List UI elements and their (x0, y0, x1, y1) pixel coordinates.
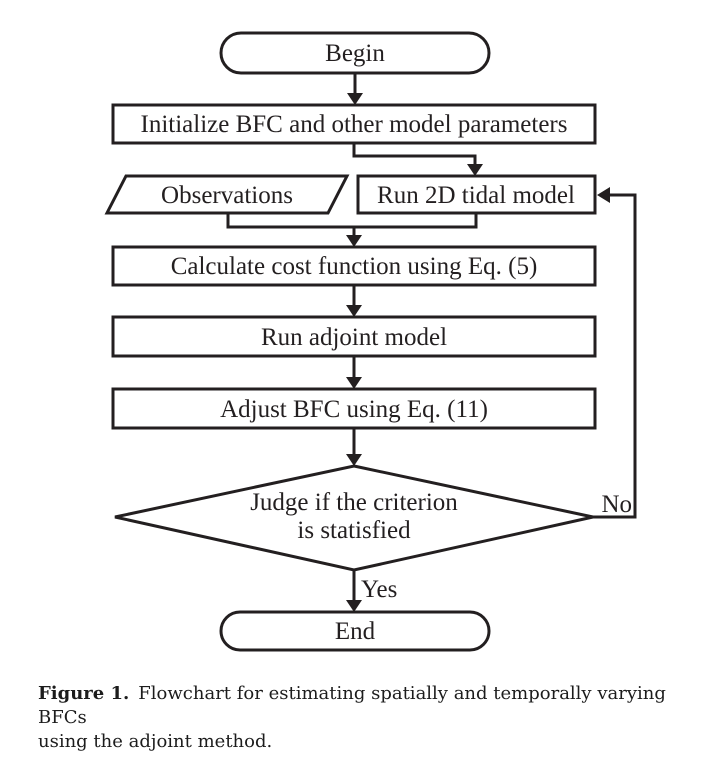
arrowhead-initialize (347, 93, 363, 105)
arrowhead-end (346, 600, 362, 612)
flowchart: Begin Initialize BFC and other model par… (104, 31, 637, 652)
judge-label-line2: is statisfied (297, 517, 411, 544)
edge-initialize-runtidal (352, 143, 477, 165)
edge-merge (226, 213, 478, 229)
cost-function-label: Calculate cost function using Eq. (5) (171, 253, 538, 280)
arrowhead-adjust (346, 377, 362, 389)
adjust-bfc-label: Adjust BFC using Eq. (11) (220, 396, 488, 423)
begin-label: Begin (325, 40, 385, 67)
adjust-bfc-process (111, 387, 597, 430)
figure-caption-label: Figure 1. (38, 683, 130, 704)
figure-caption: Figure 1.Flowchart for estimating spatia… (38, 682, 698, 754)
figure-caption-text-line2: using the adjoint method. (38, 731, 273, 752)
arrowhead-cost (346, 235, 362, 247)
run-tidal-label: Run 2D tidal model (377, 182, 575, 209)
yes-label: Yes (361, 576, 397, 603)
no-label: No (601, 491, 632, 518)
arrowhead-adjoint (346, 305, 362, 317)
run-tidal-process (356, 174, 597, 215)
arrowhead-judge (346, 454, 362, 466)
arrowhead-runtidal (467, 164, 483, 176)
run-adjoint-label: Run adjoint model (261, 324, 447, 351)
edge-feedback-no (593, 193, 637, 519)
initialize-label: Initialize BFC and other model parameter… (141, 111, 568, 138)
cost-function-process (111, 245, 597, 287)
run-adjoint-process (111, 315, 597, 358)
end-label: End (335, 618, 376, 645)
end-terminator (219, 610, 491, 652)
observations-io (104, 174, 350, 215)
arrowhead-feedback (597, 187, 610, 203)
judge-label-line1: Judge if the criterion (250, 489, 458, 516)
initialize-process (111, 103, 597, 145)
figure-caption-text: Flowchart for estimating spatially and t… (38, 683, 666, 728)
observations-label: Observations (161, 182, 293, 209)
